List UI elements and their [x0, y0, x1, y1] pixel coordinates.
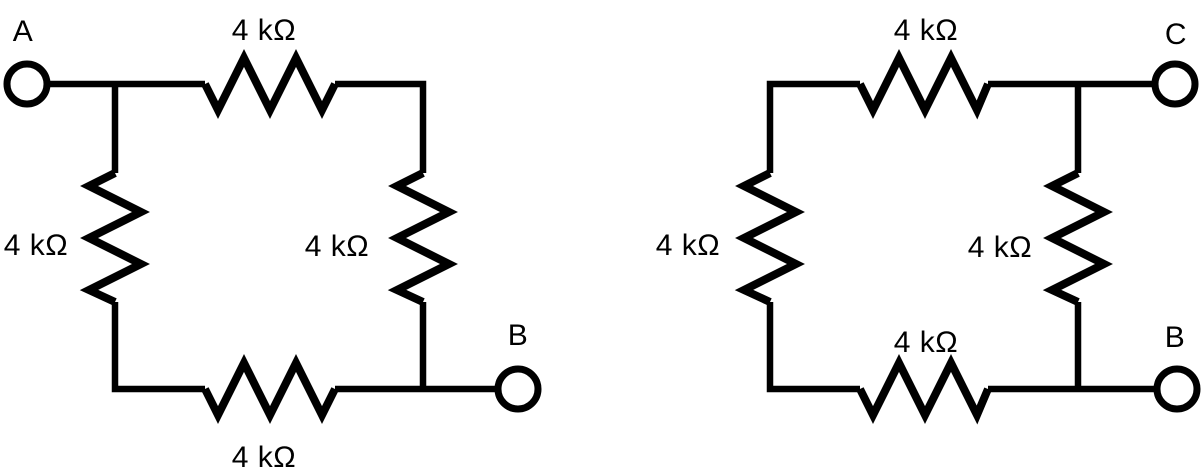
resistor-right-label: 4 kΩ [305, 230, 369, 263]
terminal-b-left [494, 365, 542, 413]
resistor-left-label: 4 kΩ [4, 229, 68, 262]
terminal-a-label: A [13, 15, 34, 48]
terminal-b-left-label: B [508, 319, 529, 352]
terminal-c [1151, 60, 1199, 108]
resistor-top [856, 49, 992, 120]
terminal-b-right [1153, 365, 1201, 413]
wire-left-branch-lower [111, 302, 205, 393]
terminal-b-right-label: B [1165, 321, 1186, 354]
resistor-top [201, 49, 339, 119]
resistor-top-label: 4 kΩ [232, 14, 296, 47]
wire-top-left-corner [766, 80, 860, 173]
resistor-right-label: 4 kΩ [968, 231, 1032, 264]
resistor-bottom [201, 354, 339, 424]
resistor-bottom [856, 354, 992, 425]
terminal-a [3, 60, 51, 108]
resistor-left [734, 169, 805, 306]
circuit-left: A 4 kΩ 4 kΩ 4 kΩ 4 kΩ B [3, 14, 542, 474]
resistor-right [1042, 169, 1113, 306]
wire-top-right-corner [335, 80, 427, 173]
resistor-bottom-label: 4 kΩ [894, 326, 958, 359]
resistor-right [387, 169, 458, 306]
wire-left-branch-lower [766, 302, 860, 393]
resistor-top-label: 4 kΩ [894, 14, 958, 47]
resistor-left [79, 169, 150, 306]
terminal-c-label: C [1165, 18, 1187, 51]
resistor-left-label: 4 kΩ [656, 229, 720, 262]
circuit-right: C 4 kΩ 4 kΩ 4 kΩ 4 kΩ B [656, 14, 1201, 425]
resistor-bottom-label: 4 kΩ [232, 441, 296, 474]
